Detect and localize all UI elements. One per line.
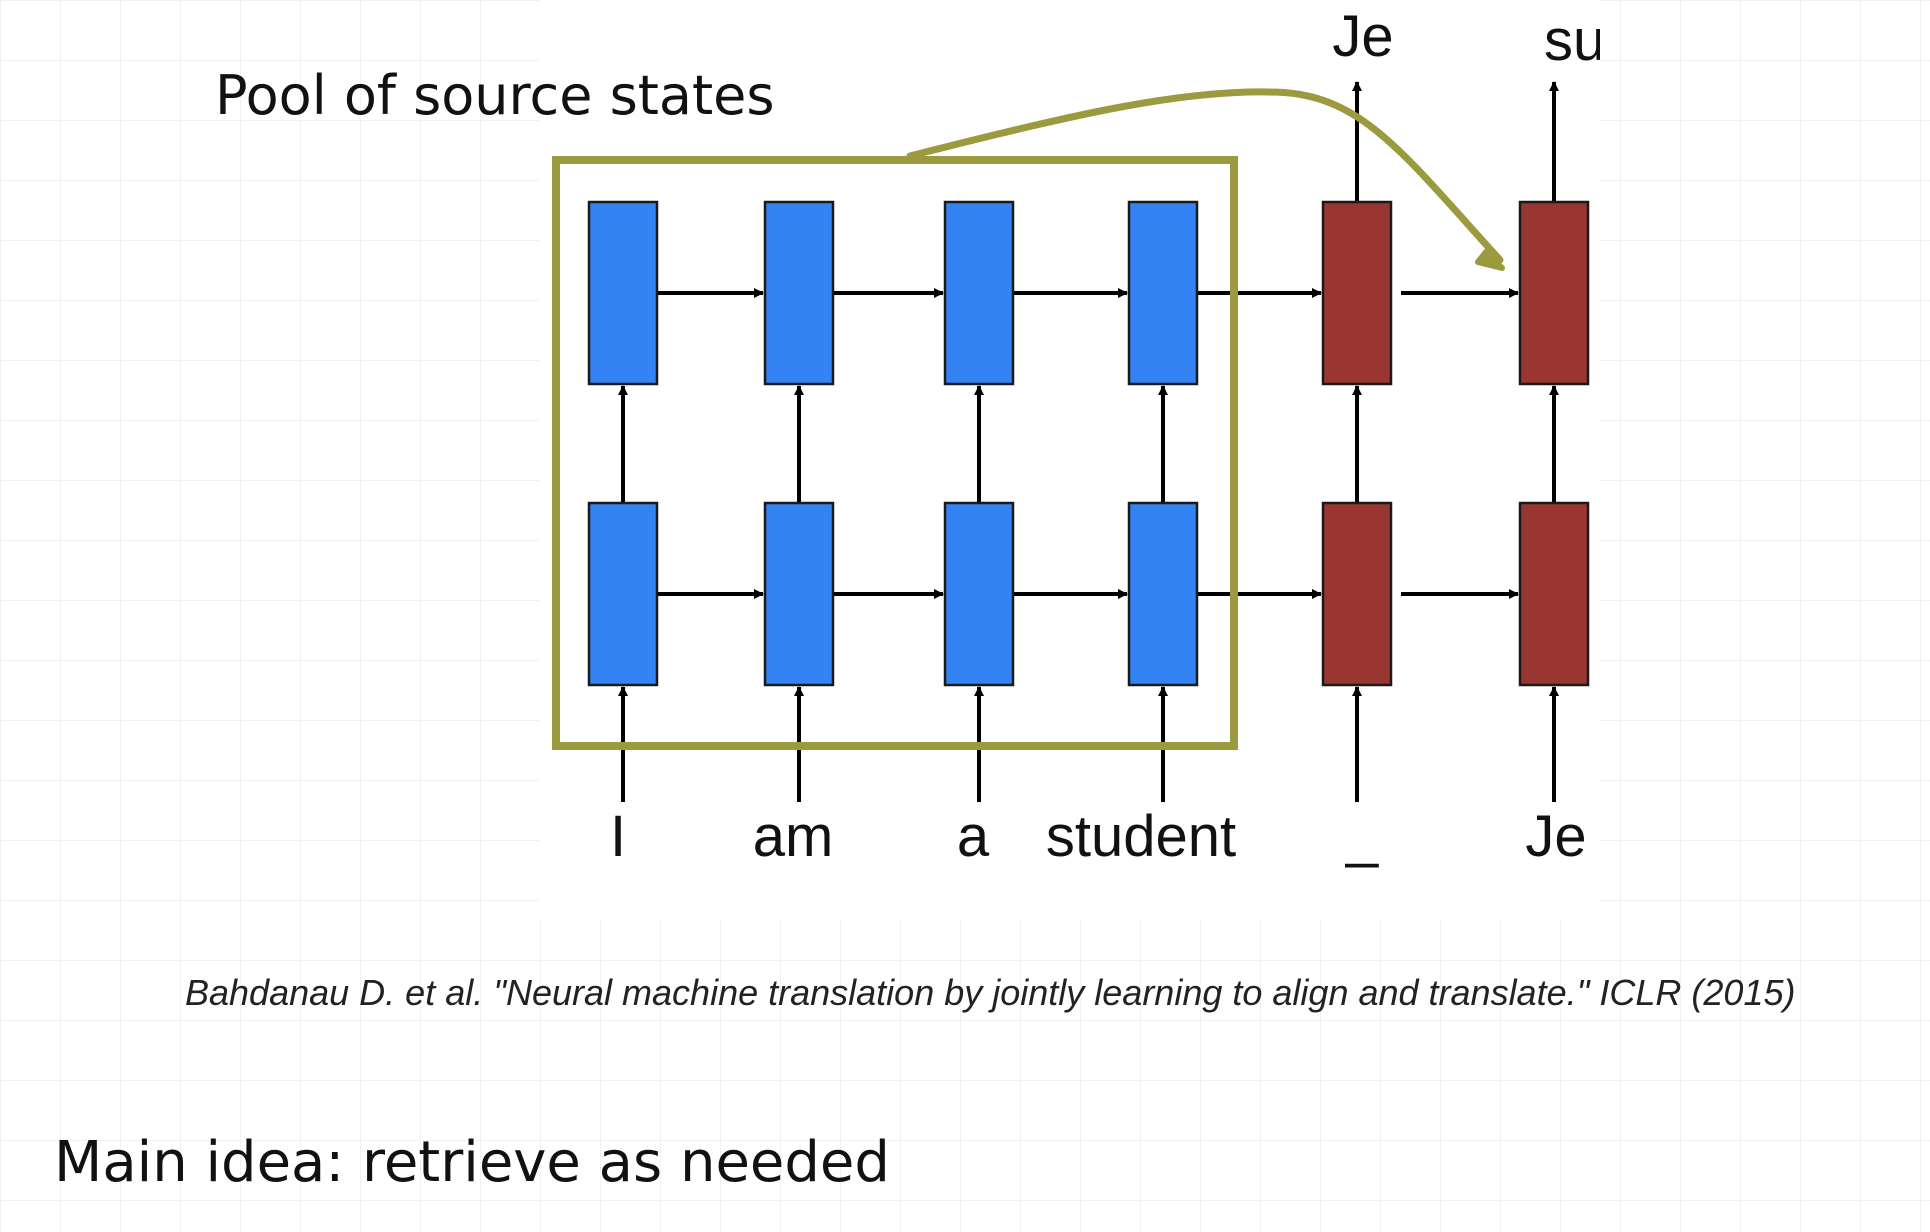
encoder-cell-top-3: [943, 200, 1015, 386]
decoder-cell-top-5: [1321, 200, 1393, 386]
attention-arrowhead: [1475, 249, 1505, 271]
source-token-a: a: [957, 804, 990, 869]
decoder-cell-bottom-5: [1321, 501, 1393, 687]
decoder-output-suis: suis: [1544, 8, 1600, 73]
source-token-am: am: [753, 804, 834, 869]
pool-of-source-states-box: [552, 156, 1238, 750]
decoder-input-start: _: [1345, 804, 1379, 869]
decoder-input-je: Je: [1525, 804, 1586, 869]
attention-curve-arrow: [906, 88, 1504, 264]
source-token-i: I: [610, 804, 626, 869]
pool-layer: [552, 88, 1505, 750]
encoder-cell-top-1: [587, 200, 659, 386]
decoder-cell-top-6: [1518, 200, 1590, 386]
seq2seq-attention-diagram: I am a student _ Je Je suis: [552, 4, 1600, 869]
main-idea: Main idea: retrieve as needed: [54, 1130, 890, 1195]
diagram-panel: I am a student _ Je Je suis: [540, 0, 1600, 920]
pool-label: Pool of source states: [215, 64, 775, 127]
cells-layer: [587, 200, 1590, 687]
arrows-layer: [618, 81, 1559, 802]
encoder-cell-bottom-4: [1127, 501, 1199, 687]
source-token-student: student: [1046, 804, 1236, 869]
encoder-cell-bottom-1: [587, 501, 659, 687]
labels-layer: I am a student _ Je Je suis: [610, 4, 1600, 869]
citation: Bahdanau D. et al. "Neural machine trans…: [185, 972, 1796, 1013]
decoder-cell-bottom-6: [1518, 501, 1590, 687]
encoder-cell-bottom-2: [763, 501, 835, 687]
encoder-cell-bottom-3: [943, 501, 1015, 687]
encoder-cell-top-2: [763, 200, 835, 386]
decoder-output-je: Je: [1332, 4, 1393, 69]
encoder-cell-top-4: [1127, 200, 1199, 386]
